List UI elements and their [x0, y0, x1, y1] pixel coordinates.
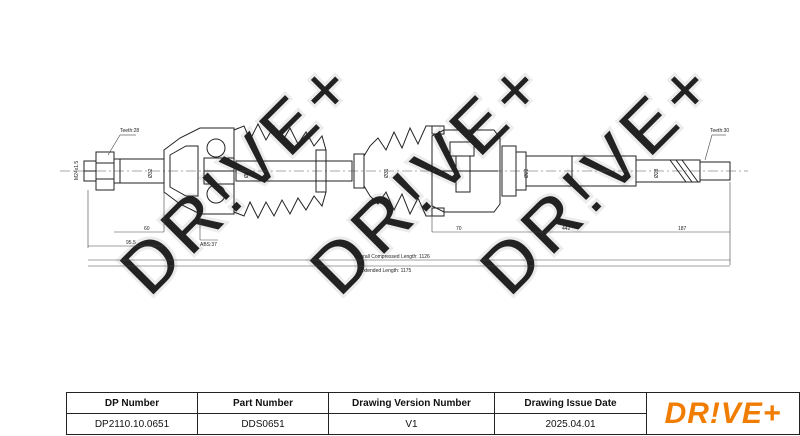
dimension-labels: Teeth:28 Teeth:30 M24x1.5 Ø32 Ø34 Ø31 Ø2…: [74, 128, 729, 274]
length-187-label: 187: [678, 226, 687, 232]
shaft-outline: [83, 122, 731, 220]
diameter-e-label: Ø28: [654, 168, 660, 178]
info-value-row: DP2110.10.0651 DDS0651 V1 2025.04.01: [66, 413, 800, 435]
left-cv-housing: [163, 127, 235, 215]
right-boot-clamp: [353, 153, 365, 189]
right-boot-bottom: [363, 185, 432, 217]
teeth-right-label: Teeth:30: [710, 128, 729, 134]
length-95-label: 95.5: [126, 240, 136, 246]
left-cv-ball-top: [206, 138, 226, 158]
extended-length-label: Extended Length: 1175: [360, 268, 412, 274]
diameter-a-label: Ø32: [148, 168, 154, 178]
length-70-label: 70: [456, 226, 462, 232]
length-442-label: 442: [562, 226, 571, 232]
left-boot-bottom: [233, 191, 327, 220]
header-issue-date: Drawing Issue Date: [494, 392, 647, 414]
brand-logo: DR!VE+: [664, 396, 782, 430]
thread-label: M24x1.5: [74, 161, 80, 180]
dimension-lines: [87, 134, 731, 267]
info-header-row: DP Number Part Number Drawing Version Nu…: [66, 392, 800, 435]
right-tip: [699, 161, 731, 181]
right-boot-top: [363, 125, 432, 157]
value-part-number: DDS0651: [197, 413, 329, 435]
diameter-c-label: Ø31: [384, 168, 390, 178]
teeth-left-label: Teeth:28: [120, 128, 139, 134]
diameter-d-label: Ø22: [524, 168, 530, 178]
header-dp-number: DP Number: [66, 392, 198, 414]
left-cv-ball-bottom: [206, 184, 226, 204]
watermark-group: DR!VE+ DR!VE+ DR!VE+: [101, 41, 733, 313]
value-drawing-version: V1: [328, 413, 495, 435]
header-part-number: Part Number: [197, 392, 329, 414]
value-dp-number: DP2110.10.0651: [66, 413, 198, 435]
middle-shaft: [235, 160, 353, 182]
left-boot-top: [233, 122, 327, 151]
brand-logo-cell: DR!VE+: [646, 392, 800, 435]
overall-length-label: Overall Compressed Length: 1126: [354, 254, 430, 260]
value-issue-date: 2025.04.01: [494, 413, 647, 435]
length-60-label: 60: [144, 226, 150, 232]
abs-label: ABS:37: [200, 242, 217, 248]
info-table: DP Number Part Number Drawing Version Nu…: [66, 392, 800, 435]
diameter-b-label: Ø34: [244, 168, 250, 178]
header-drawing-version: Drawing Version Number: [328, 392, 495, 414]
left-boot-clamp: [315, 149, 327, 193]
